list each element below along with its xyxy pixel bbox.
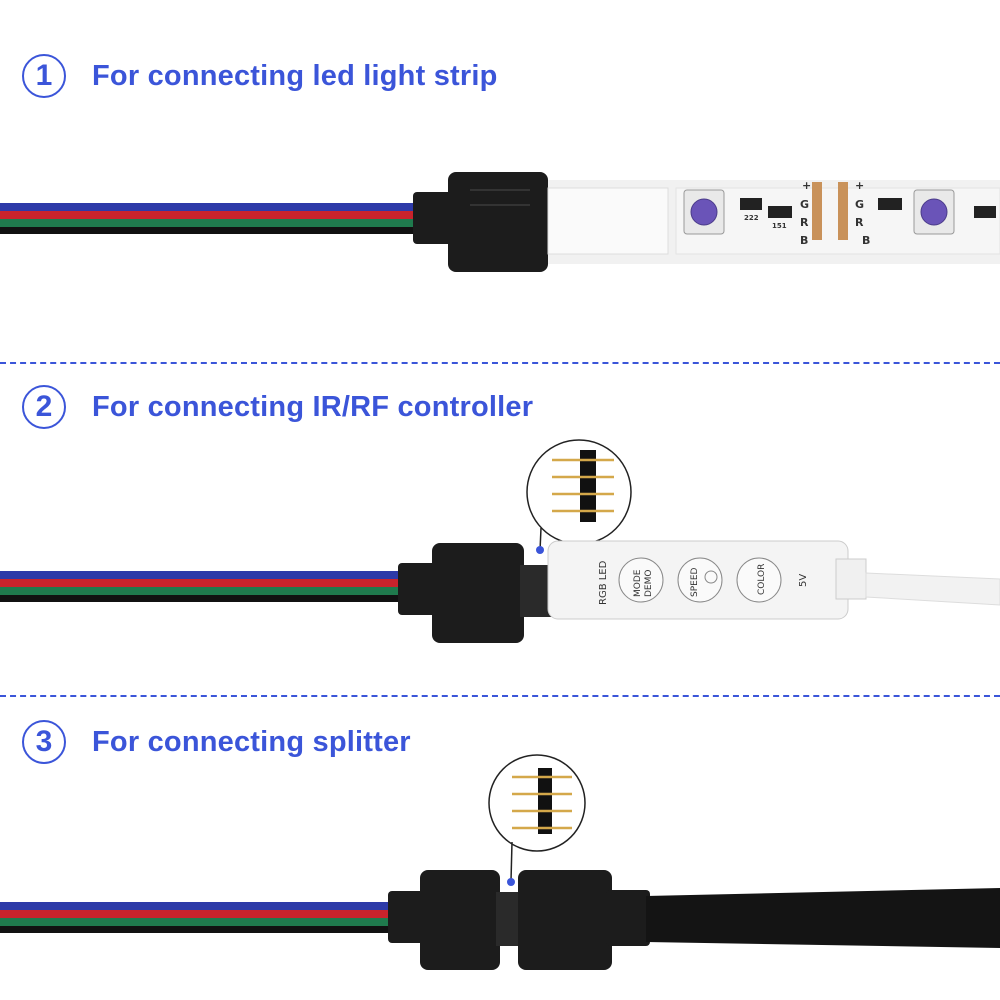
connector-collar [413, 192, 453, 244]
section-divider [0, 362, 1000, 364]
label-b: B [800, 234, 808, 247]
solder-pads [812, 182, 822, 240]
label-r: R [855, 216, 864, 229]
section-title: For connecting splitter [92, 725, 411, 758]
section-controller: 2 For connecting IR/RF controller RGB LE… [0, 365, 1000, 695]
voltage-label: 5V [798, 574, 809, 587]
section-heading: 2 For connecting IR/RF controller [22, 385, 533, 429]
pin-header [580, 450, 596, 522]
connector-collar [398, 563, 438, 615]
pin-header [538, 768, 552, 834]
resistor-code: 222 [744, 214, 759, 222]
pin-header-zoom [526, 439, 632, 545]
mode-button [618, 557, 664, 603]
label-g: G [800, 198, 809, 211]
section-led-strip: 1 For connecting led light strip + G R [0, 0, 1000, 350]
label-g: G [855, 198, 864, 211]
section-title: For connecting led light strip [92, 59, 498, 92]
connector-body [448, 172, 548, 272]
section-number: 1 [22, 54, 66, 98]
speed-label: SPEED [690, 567, 700, 597]
section-number: 2 [22, 385, 66, 429]
solder-pads [838, 182, 848, 240]
label-plus: + [802, 179, 811, 192]
section-heading: 1 For connecting led light strip [22, 54, 498, 98]
splitter-photo [0, 754, 1000, 970]
section-heading: 3 For connecting splitter [22, 720, 411, 764]
mode-label: MODE [633, 569, 643, 597]
label-b: B [862, 234, 870, 247]
led-strip-photo: + G R B + G R B 222 151 [0, 172, 1000, 272]
controller-photo: RGB LED MODE DEMO SPEED COLOR 5V [0, 439, 1000, 643]
wire-blue [0, 203, 420, 211]
speed-button [677, 557, 723, 603]
section-title: For connecting IR/RF controller [92, 390, 534, 423]
label-plus: + [855, 179, 864, 192]
pointer-dot [507, 878, 515, 886]
color-button [736, 557, 782, 603]
section-number: 3 [22, 720, 66, 764]
resistor [768, 206, 792, 218]
section-splitter: 3 For connecting splitter [0, 698, 1000, 1000]
color-label: COLOR [757, 564, 767, 595]
wire-black [0, 227, 420, 234]
power-cable [865, 572, 1000, 606]
controller-brand: RGB LED [598, 560, 609, 605]
resistor [878, 198, 902, 210]
label-r: R [800, 216, 809, 229]
wire-red [0, 211, 420, 219]
resistor [740, 198, 762, 210]
resistor [974, 206, 996, 218]
connector-body [518, 870, 612, 970]
connector-body [432, 543, 524, 643]
pin-header-zoom [488, 754, 586, 852]
black-cable [646, 888, 1000, 948]
resistor-code: 151 [772, 222, 787, 230]
demo-label: DEMO [644, 570, 654, 597]
connector-body [420, 870, 500, 970]
wire-green [0, 219, 420, 227]
section-divider [0, 695, 1000, 697]
pointer-dot [536, 546, 544, 554]
